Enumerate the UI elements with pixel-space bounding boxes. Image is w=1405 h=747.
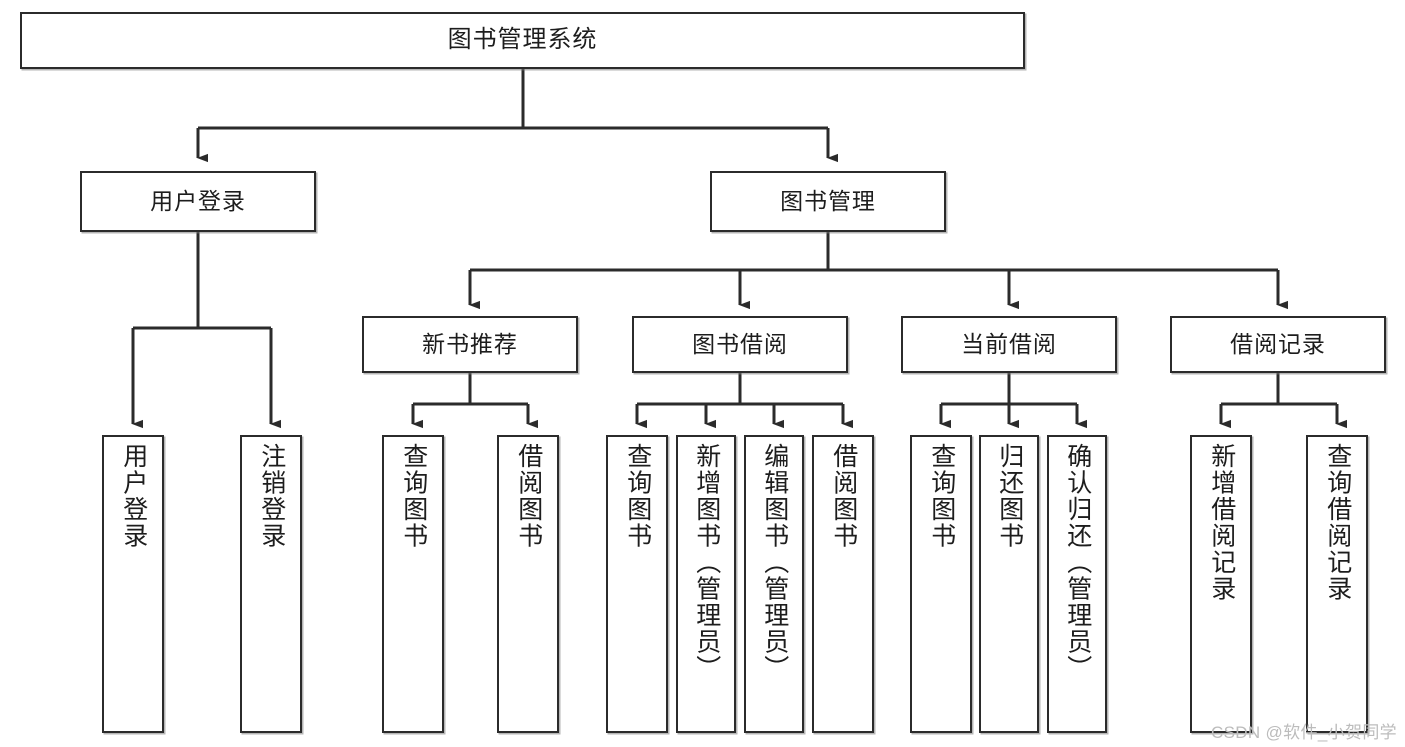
node-label: 编辑图书（管理员） xyxy=(760,443,789,682)
node-leaf-borrow-books[interactable]: 借阅图书 xyxy=(812,435,874,733)
csdn-watermark: CSDN @软件_小贺同学 xyxy=(1210,723,1397,742)
node-user-login[interactable]: 用户登录 xyxy=(80,171,316,232)
node-root-book-management-system[interactable]: 图书管理系统 xyxy=(20,12,1025,69)
node-label: 查询图书 xyxy=(623,443,652,549)
node-label: 用户登录 xyxy=(119,443,148,549)
node-label: 查询借阅记录 xyxy=(1323,443,1352,602)
node-label: 图书借阅 xyxy=(692,330,788,357)
node-label: 注销登录 xyxy=(257,443,286,549)
node-leaf-borrow-books-recommend[interactable]: 借阅图书 xyxy=(497,435,559,733)
node-leaf-query-borrow-record[interactable]: 查询借阅记录 xyxy=(1306,435,1368,733)
node-current-borrowing[interactable]: 当前借阅 xyxy=(901,316,1117,373)
node-book-management[interactable]: 图书管理 xyxy=(710,171,946,232)
node-leaf-return-books[interactable]: 归还图书 xyxy=(979,435,1039,733)
node-label: 借阅图书 xyxy=(829,443,858,549)
node-book-borrowing[interactable]: 图书借阅 xyxy=(632,316,848,373)
node-leaf-logout[interactable]: 注销登录 xyxy=(240,435,302,733)
node-label: 借阅记录 xyxy=(1230,330,1326,357)
node-leaf-add-book-admin[interactable]: 新增图书（管理员） xyxy=(676,435,736,733)
node-leaf-query-books-current[interactable]: 查询图书 xyxy=(910,435,972,733)
node-label: 查询图书 xyxy=(927,443,956,549)
node-label: 新书推荐 xyxy=(422,330,518,357)
node-leaf-edit-book-admin[interactable]: 编辑图书（管理员） xyxy=(744,435,804,733)
node-borrowing-records[interactable]: 借阅记录 xyxy=(1170,316,1386,373)
node-label: 归还图书 xyxy=(995,443,1024,549)
node-label: 当前借阅 xyxy=(961,330,1057,357)
node-leaf-confirm-return-admin[interactable]: 确认归还（管理员） xyxy=(1047,435,1107,733)
node-label: 查询图书 xyxy=(399,443,428,549)
node-label: 借阅图书 xyxy=(514,443,543,549)
node-label: 新增图书（管理员） xyxy=(692,443,721,682)
node-label: 新增借阅记录 xyxy=(1207,443,1236,602)
node-leaf-user-login[interactable]: 用户登录 xyxy=(102,435,164,733)
node-label: 图书管理 xyxy=(780,187,876,214)
node-label: 用户登录 xyxy=(150,187,246,214)
node-label: 确认归还（管理员） xyxy=(1063,443,1092,682)
node-leaf-add-borrow-record[interactable]: 新增借阅记录 xyxy=(1190,435,1252,733)
node-label: 图书管理系统 xyxy=(447,26,598,54)
node-leaf-query-books-borrow[interactable]: 查询图书 xyxy=(606,435,668,733)
node-new-book-recommendation[interactable]: 新书推荐 xyxy=(362,316,578,373)
node-leaf-query-books-recommend[interactable]: 查询图书 xyxy=(382,435,444,733)
